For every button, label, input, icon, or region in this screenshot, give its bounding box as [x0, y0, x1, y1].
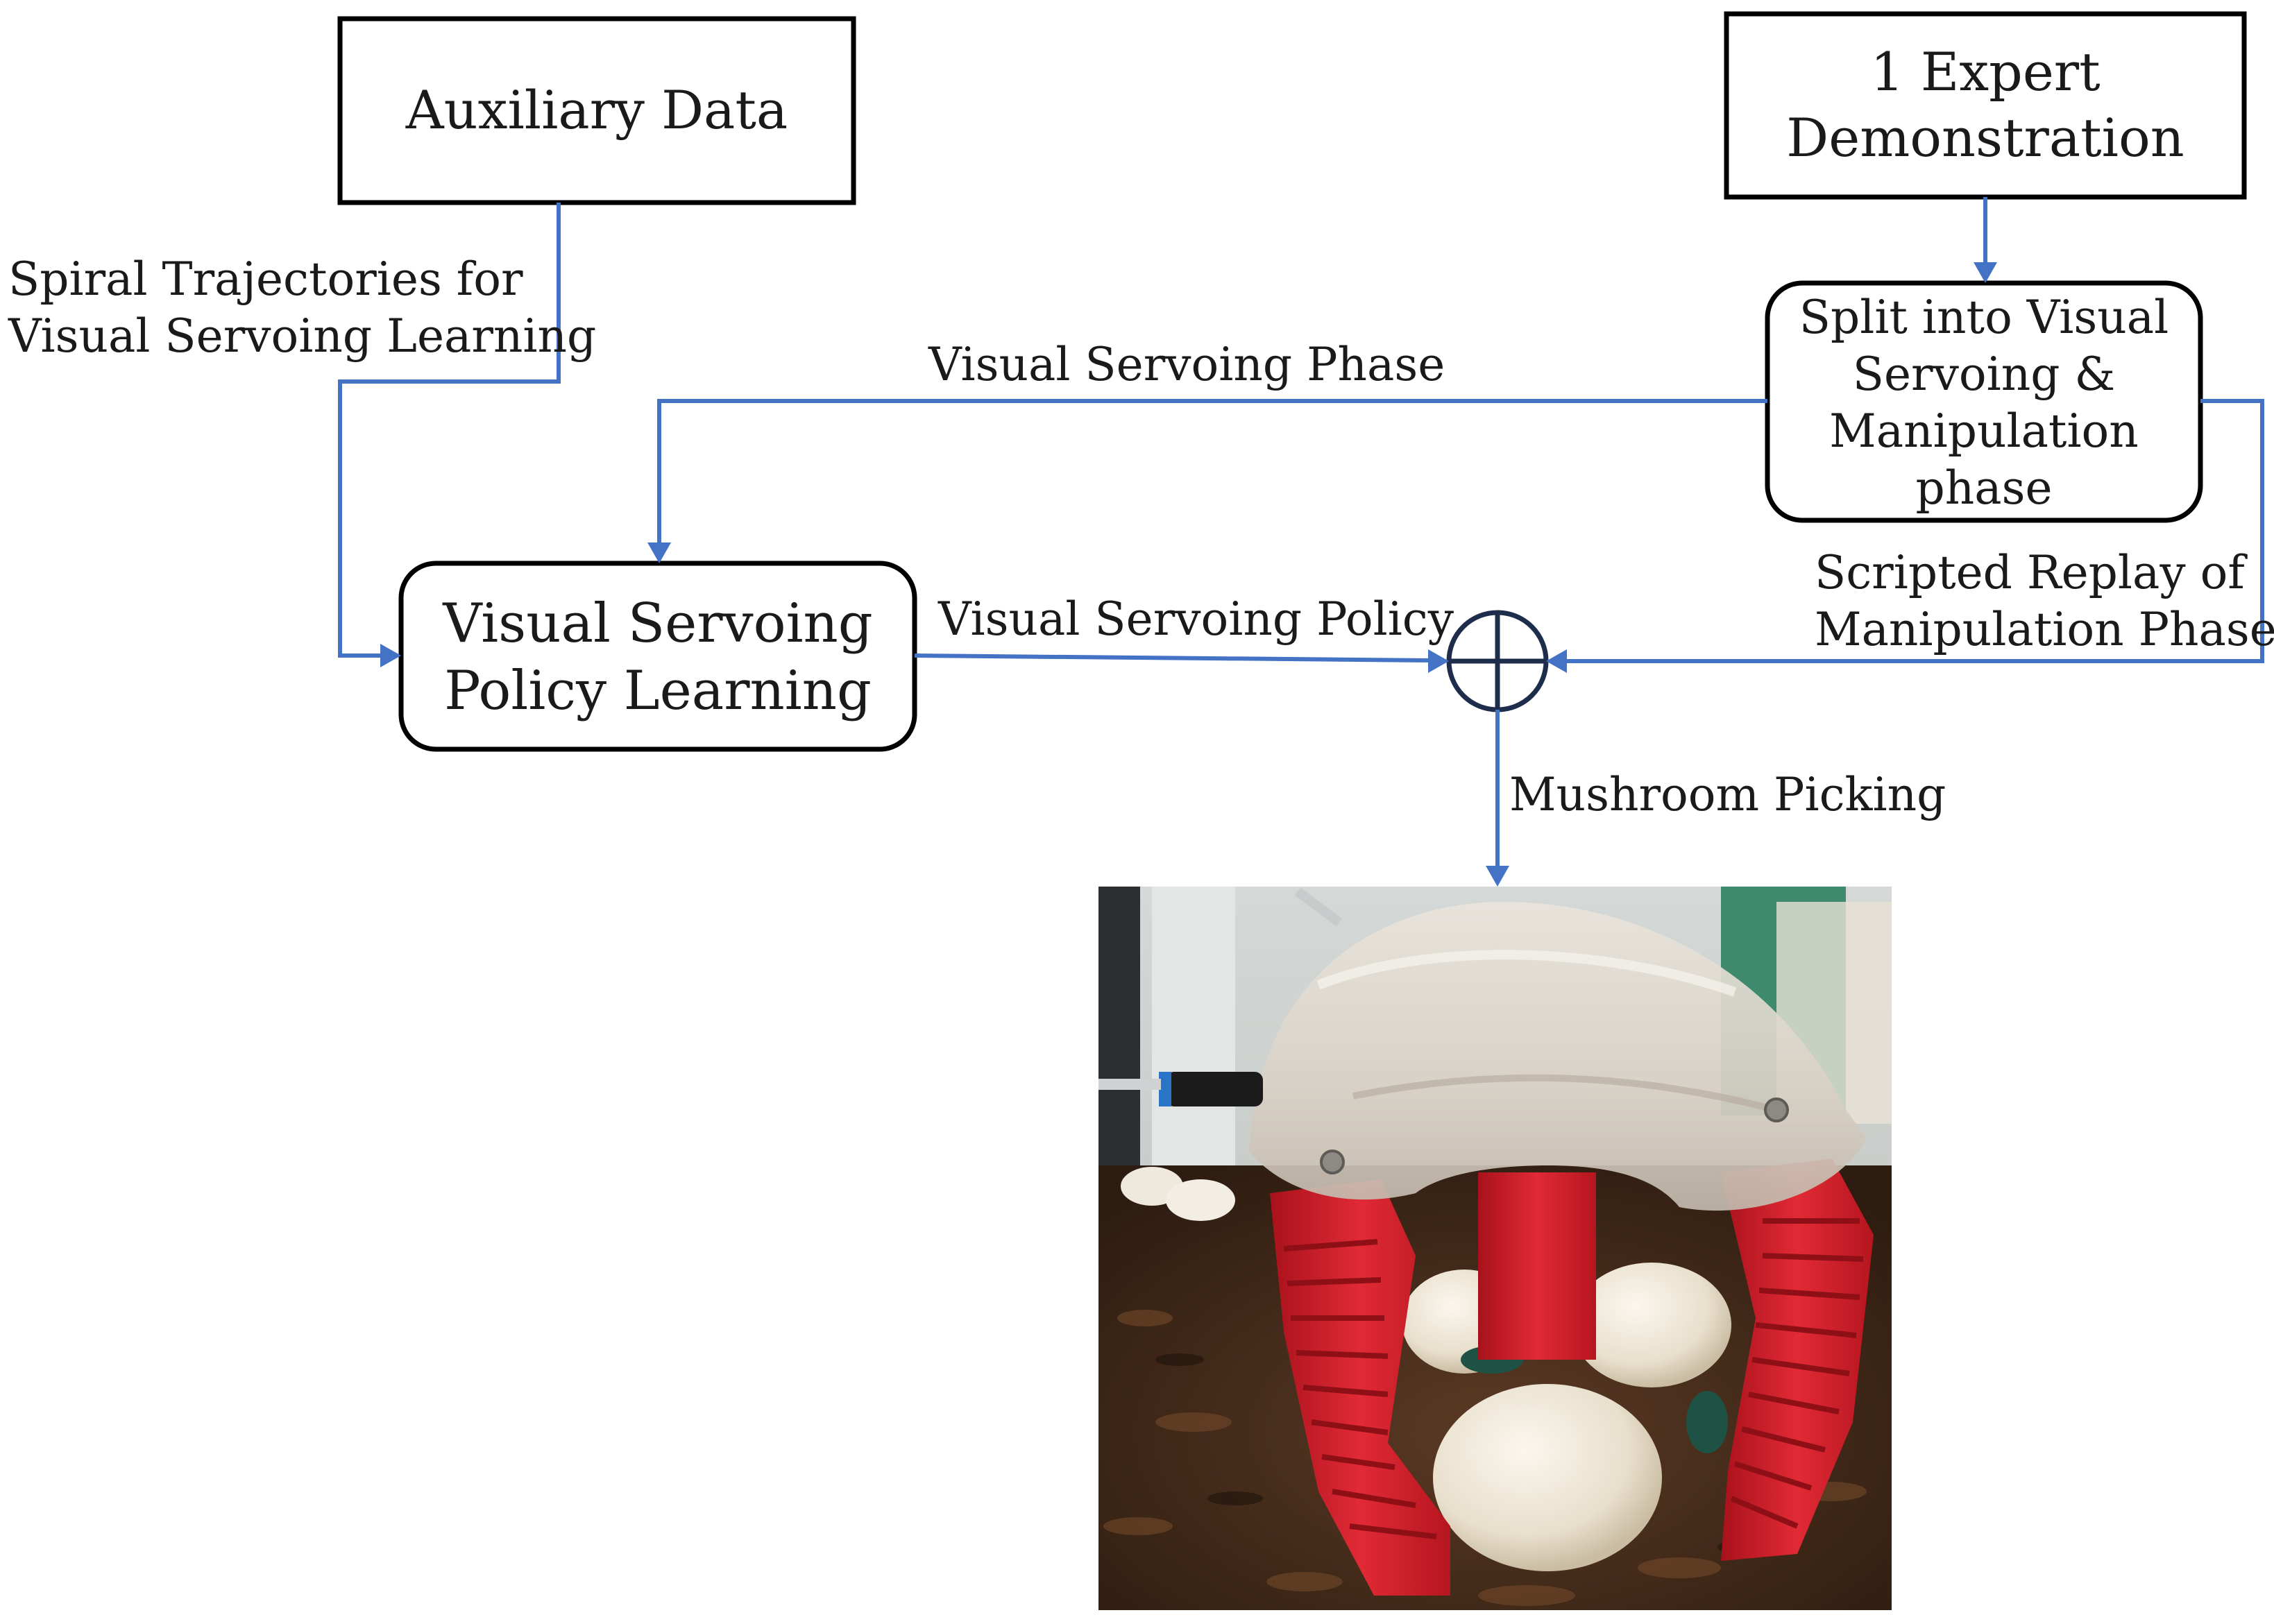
split-label-line3: Manipulation	[1829, 404, 2139, 458]
spiral-label-line2: Visual Servoing Learning	[8, 309, 596, 363]
visual-servoing-phase-edge	[647, 399, 1767, 563]
split-label-line2: Servoing &	[1853, 348, 2115, 401]
split-phase-node: Split into Visual Servoing & Manipulatio…	[1765, 280, 2203, 523]
expert-demonstration-label-line1: 1 Expert	[1870, 41, 2100, 103]
expert-demonstration-label-line2: Demonstration	[1786, 107, 2184, 169]
visual-servoing-policy-label: Visual Servoing Policy	[937, 592, 1454, 646]
split-label-line1: Split into Visual	[1799, 291, 2169, 344]
expert-demonstration-node: 1 Expert Demonstration	[1724, 11, 2247, 200]
sum-junction	[1446, 610, 1549, 712]
policy-learning-node: Visual Servoing Policy Learning	[398, 561, 917, 752]
split-label-line4: phase	[1915, 461, 2052, 515]
scripted-replay-edge	[1546, 399, 2264, 673]
scripted-replay-label-line2: Manipulation Phase	[1815, 603, 2274, 656]
visual-servoing-phase-label: Visual Servoing Phase	[928, 338, 1445, 391]
mushroom-picking-label: Mushroom Picking	[1509, 768, 1946, 821]
policy-learning-label-line2: Policy Learning	[444, 660, 872, 722]
auxiliary-data-label: Auxiliary Data	[405, 79, 788, 141]
scripted-replay-label-line1: Scripted Replay of	[1815, 546, 2248, 599]
mushroom-picking-edge	[1486, 710, 1509, 887]
visual-servoing-policy-edge	[914, 649, 1449, 673]
demo-to-split-edge	[1974, 197, 1997, 283]
spiral-label-line1: Spiral Trajectories for	[8, 253, 523, 306]
spiral-trajectories-edge	[338, 203, 561, 667]
gripper-photo	[1098, 887, 1892, 1610]
policy-learning-label-line1: Visual Servoing	[442, 592, 872, 655]
auxiliary-data-node: Auxiliary Data	[337, 16, 856, 205]
